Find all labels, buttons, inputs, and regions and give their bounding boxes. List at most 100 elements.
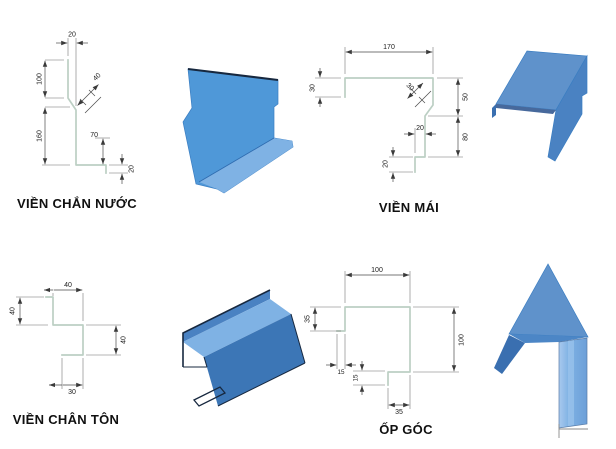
tick-mark <box>409 87 426 104</box>
dimension-line <box>77 84 99 106</box>
dim-label: 80 <box>463 133 470 141</box>
dim-lower-right: 80 <box>428 116 470 158</box>
extension-line <box>353 370 385 386</box>
dim-label: 70 <box>90 132 98 139</box>
render-outline <box>182 289 271 367</box>
render-vien-chan-ton-3d <box>182 289 306 407</box>
render-face-left-flange <box>492 104 496 118</box>
dim-end-lip: 20 <box>109 154 136 184</box>
dim-label: 30 <box>310 84 317 92</box>
render-top-edge <box>187 68 279 81</box>
panel-label-op-goc: ỐP GÓC <box>379 422 433 437</box>
dim-label: 40 <box>64 282 72 289</box>
dim-label: 35 <box>395 409 403 416</box>
drawing-vien-chan-ton: 40 40 40 30 VIỀN CHÂN TÔN <box>10 282 128 427</box>
render-outline <box>183 313 306 407</box>
dim-top: 170 <box>344 44 434 74</box>
dim-bottom-step: 15 <box>353 361 385 395</box>
dim-label: 170 <box>383 44 395 51</box>
extension-line <box>310 306 341 332</box>
extension-line <box>52 293 84 321</box>
render-face-front <box>204 314 305 406</box>
extension-line <box>413 306 459 373</box>
dimension-line <box>414 90 432 108</box>
panel-label-vien-mai: VIỀN MÁI <box>379 200 439 215</box>
dim-bottom-lip: 20 <box>383 147 413 182</box>
render-op-goc-3d <box>494 263 589 438</box>
dimension-line <box>84 96 102 114</box>
render-face-left-flange <box>494 335 525 374</box>
render-face-flange <box>199 138 293 193</box>
dim-label: 50 <box>463 93 470 101</box>
extension-line <box>389 156 413 173</box>
dim-left-step: 15 <box>326 334 356 376</box>
dim-label: 100 <box>371 267 383 274</box>
render-face-top-band <box>183 290 270 342</box>
dim-label: 100 <box>459 334 466 346</box>
extension-line <box>86 324 121 356</box>
dim-top-lip: 20 <box>56 32 88 106</box>
dim-label: 20 <box>383 160 390 168</box>
dim-label: 160 <box>37 130 44 142</box>
dim-left: 35 <box>305 306 341 332</box>
dim-bottom: 30 <box>49 358 83 396</box>
dim-label: 20 <box>416 125 424 132</box>
render-face-step <box>183 299 291 357</box>
dim-label: 30 <box>404 82 415 93</box>
extension-line <box>16 296 48 326</box>
render-face-side <box>547 54 588 162</box>
dim-left: 40 <box>10 296 48 326</box>
extension-line <box>45 59 64 99</box>
render-front-edge <box>496 104 556 114</box>
dim-top: 40 <box>44 282 83 321</box>
dim-bottom: 35 <box>387 375 411 416</box>
drawing-vien-mai: 170 30 30 50 80 20 <box>310 44 470 215</box>
dim-label: 20 <box>129 165 136 173</box>
dim-right: 40 <box>86 324 128 356</box>
dim-top: 100 <box>344 267 411 303</box>
dim-label: 40 <box>92 72 103 83</box>
dimension-line <box>407 82 424 99</box>
extension-line <box>428 77 463 117</box>
dim-label: 100 <box>37 73 44 85</box>
render-face-bottom-flange <box>192 386 227 407</box>
render-bottom-lip <box>558 424 588 438</box>
dim-flange: 70 <box>90 132 110 165</box>
extension-line <box>344 47 434 74</box>
dim-label: 30 <box>68 389 76 396</box>
dim-upper: 100 <box>37 59 64 99</box>
dim-label: 15 <box>353 374 360 382</box>
extension-line <box>344 271 411 303</box>
extension-line <box>42 106 70 166</box>
extension-line <box>336 334 346 369</box>
dim-label: 35 <box>305 315 312 323</box>
extension-line <box>67 38 77 106</box>
dim-lower: 160 <box>37 106 70 166</box>
render-highlight-streak <box>568 340 574 426</box>
dim-label: 40 <box>121 336 128 344</box>
profile-outline <box>45 296 84 356</box>
drawing-op-goc: 100 35 15 15 100 35 ỐP GÓC <box>305 267 466 437</box>
extension-line <box>315 77 341 98</box>
dim-left-lip: 30 <box>310 68 341 107</box>
dim-label: 40 <box>10 307 17 315</box>
render-vien-mai-3d <box>492 50 588 162</box>
extension-line <box>387 375 411 409</box>
panel-label-vien-chan-nuoc: VIỀN CHẮN NƯỚC <box>17 196 137 211</box>
dim-label: 15 <box>337 369 345 376</box>
dim-right: 100 <box>413 306 466 373</box>
render-vien-chan-nuoc-3d <box>182 68 294 194</box>
extension-line <box>61 358 84 389</box>
profile-outline <box>344 77 434 173</box>
tick-mark <box>79 89 96 106</box>
profile-outline <box>67 59 107 174</box>
render-face-roof <box>508 263 589 338</box>
dim-upper-right: 50 <box>428 77 470 117</box>
panel-label-vien-chan-ton: VIỀN CHÂN TÔN <box>13 412 119 427</box>
dim-label: 20 <box>68 32 76 39</box>
extension-line <box>109 164 128 174</box>
dim-step: 20 <box>404 125 436 153</box>
dim-diagonal: 40 <box>77 72 103 114</box>
render-crease <box>198 137 275 183</box>
